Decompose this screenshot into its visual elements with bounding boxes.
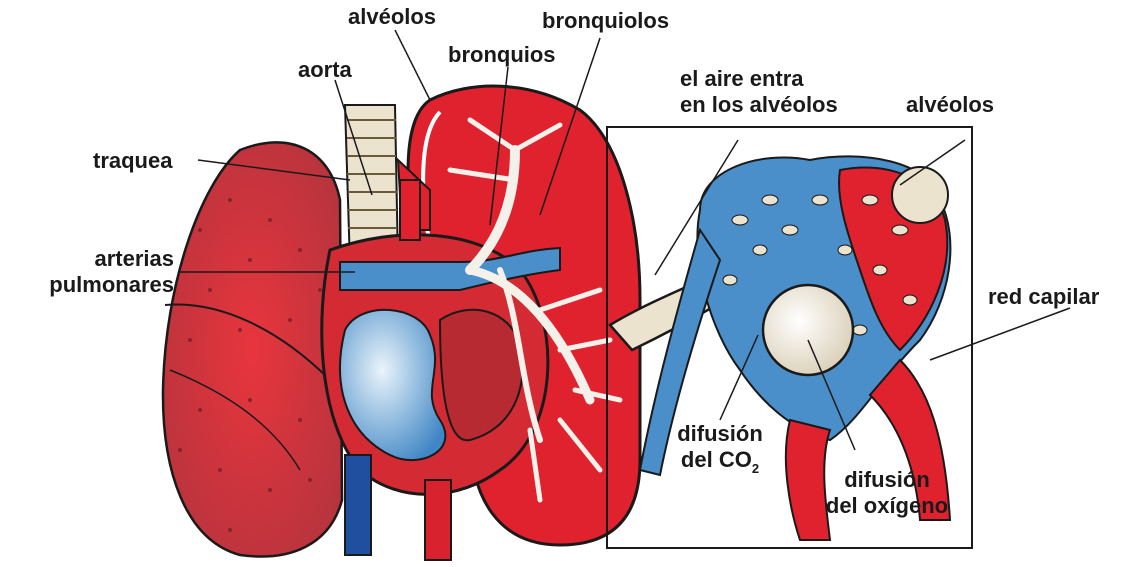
label-bronquiolos: bronquiolos xyxy=(542,8,669,34)
label-alveolos-right: alvéolos xyxy=(906,92,994,118)
label-aire-line1: el aire entra xyxy=(680,66,838,92)
left-lung xyxy=(163,142,342,556)
label-difusion-co2-line1: difusión xyxy=(664,421,776,447)
label-difusion-o2-line2: del oxígeno xyxy=(804,493,970,519)
label-arterias-pulmonares: arterias pulmonares xyxy=(6,246,174,298)
label-arterias-line1: arterias xyxy=(6,246,174,272)
label-difusion-co2-text: del CO xyxy=(681,447,752,472)
label-aire-entra: el aire entra en los alvéolos xyxy=(680,66,838,118)
label-difusion-co2: difusión del CO2 xyxy=(664,421,776,476)
label-red-capilar: red capilar xyxy=(988,284,1099,310)
label-difusion-co2-subscript: 2 xyxy=(752,461,759,476)
label-alveolos-top: alvéolos xyxy=(348,4,436,30)
label-aorta: aorta xyxy=(298,57,352,83)
alveolus-sac xyxy=(763,285,853,375)
label-aire-line2: en los alvéolos xyxy=(680,92,838,118)
label-traquea: traquea xyxy=(93,148,172,174)
label-bronquios: bronquios xyxy=(448,42,556,68)
vena-cava xyxy=(345,455,371,555)
label-difusion-co2-line2: del CO2 xyxy=(664,447,776,476)
descending-aorta xyxy=(425,480,451,560)
label-difusion-o2-line1: difusión xyxy=(804,467,970,493)
label-arterias-line2: pulmonares xyxy=(6,272,174,298)
label-difusion-oxigeno: difusión del oxígeno xyxy=(804,467,970,519)
